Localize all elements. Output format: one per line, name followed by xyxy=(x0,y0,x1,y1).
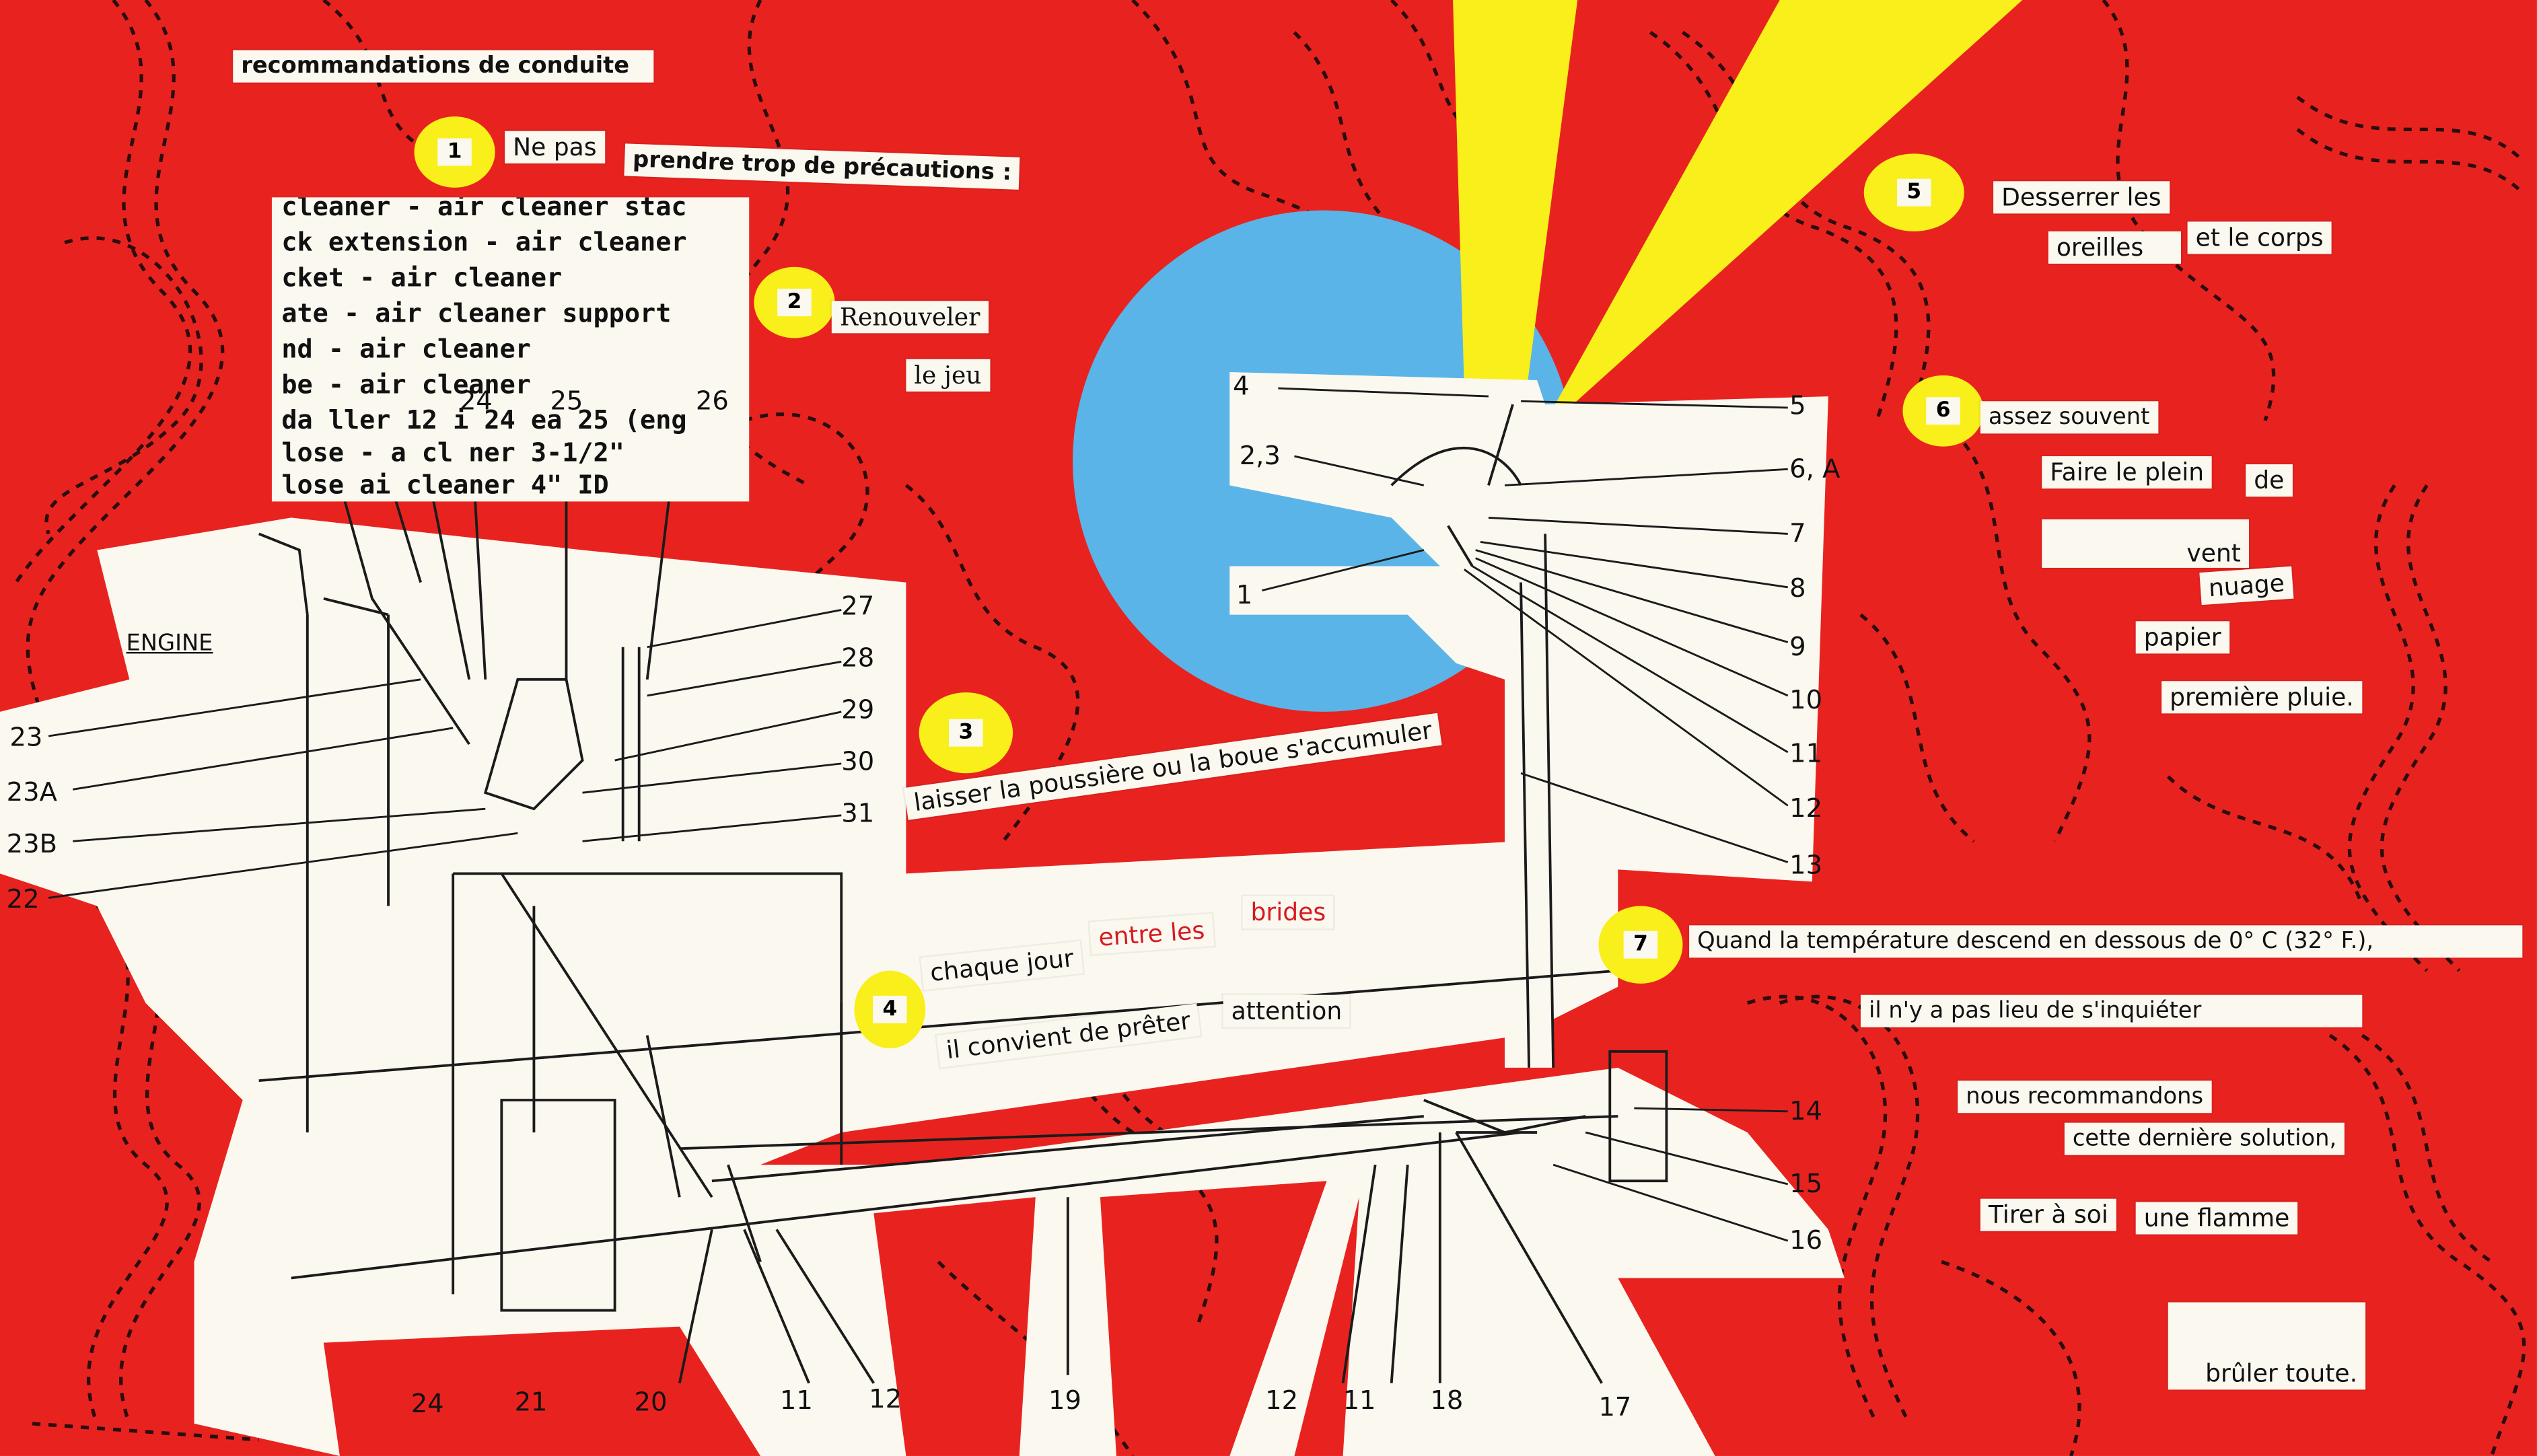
parts-list-cutout: cleaner - air cleaner stac ck extension … xyxy=(271,197,750,502)
callout-12-bottom-left: 12 xyxy=(869,1383,902,1414)
badge-1: 1 xyxy=(414,116,495,188)
callout-16: 16 xyxy=(1789,1225,1823,1255)
callout-4: 4 xyxy=(1233,370,1250,402)
parts-line: lose ai cleaner 4" ID xyxy=(281,469,609,500)
callout-10: 10 xyxy=(1789,684,1823,715)
callout-24-top: 24 xyxy=(459,385,493,416)
badge-7: 7 xyxy=(1598,906,1683,984)
badge-3: 3 xyxy=(919,692,1013,774)
phrase-le-jeu: le jeu xyxy=(906,359,990,392)
phrase-corps: et le corps xyxy=(2187,221,2332,254)
callout-14: 14 xyxy=(1789,1095,1823,1126)
phrase-nuage: nuage xyxy=(2199,566,2294,606)
engine-label: ENGINE xyxy=(126,630,213,657)
callout-27: 27 xyxy=(841,590,875,622)
callout-2-3: 2,3 xyxy=(1239,439,1281,471)
callout-17: 17 xyxy=(1598,1391,1632,1422)
parts-line: cket - air cleaner xyxy=(281,262,563,293)
phrase-attention: attention xyxy=(1223,994,1351,1027)
phrase-premiere-pluie: première pluie. xyxy=(2161,681,2362,714)
phrase-vent: vent xyxy=(2042,519,2249,568)
parts-line: be - air cleaner xyxy=(281,369,531,400)
parts-line: lose - a cl ner 3-1/2" xyxy=(281,437,624,468)
phrase-tirer: Tirer à soi xyxy=(1980,1198,2116,1231)
phrase-brides: brides xyxy=(1242,896,1334,929)
phrase-flamme: une flamme xyxy=(2135,1202,2298,1235)
callout-23a: 23A xyxy=(6,776,57,807)
callout-26: 26 xyxy=(695,385,729,416)
callout-5: 5 xyxy=(1789,390,1806,421)
phrase-recommandons: nous recommandons xyxy=(1958,1081,2212,1114)
callout-11-bottom-left: 11 xyxy=(779,1385,813,1416)
squiggle-patterns xyxy=(14,0,2526,1456)
callout-19: 19 xyxy=(1048,1385,1081,1416)
callout-12: 12 xyxy=(1789,793,1823,824)
callout-21: 21 xyxy=(514,1386,548,1418)
phrase-ne-pas: Ne pas xyxy=(505,131,605,163)
callout-23: 23 xyxy=(9,721,43,753)
callout-11-bottom-right: 11 xyxy=(1343,1385,1376,1416)
phrase-desserrer: Desserrer les xyxy=(1993,181,2170,214)
callout-28: 28 xyxy=(841,642,875,674)
callout-24-bottom: 24 xyxy=(410,1387,444,1419)
callout-20: 20 xyxy=(634,1386,668,1418)
parts-line: da ller 12 i 24 ea 25 (eng xyxy=(281,404,687,435)
callout-8: 8 xyxy=(1789,573,1806,604)
phrase-assez-souvent: assez souvent xyxy=(1980,401,2158,434)
phrase-de: de xyxy=(2246,464,2293,497)
callout-15: 15 xyxy=(1789,1167,1823,1199)
phrase-inquieter: il n'y a pas lieu de s'inquiéter xyxy=(1860,994,2363,1027)
callout-1: 1 xyxy=(1236,579,1253,610)
parts-line: ate - air cleaner support xyxy=(281,297,672,329)
callout-31: 31 xyxy=(841,797,875,829)
paper-cutouts xyxy=(0,372,1845,1456)
parts-line: nd - air cleaner xyxy=(281,333,531,364)
parts-line: ck extension - air cleaner xyxy=(281,226,687,258)
yellow-ray-1 xyxy=(1453,0,1578,434)
callout-12-bottom-right: 12 xyxy=(1265,1385,1299,1416)
phrase-oreilles: oreilles xyxy=(2048,231,2181,264)
callout-22: 22 xyxy=(6,883,40,914)
callout-25: 25 xyxy=(550,385,583,416)
phrase-bruler: brûler toute. xyxy=(2168,1302,2366,1390)
badge-6: 6 xyxy=(1902,375,1984,447)
callout-6a: 6, A xyxy=(1789,453,1841,484)
callout-23b: 23B xyxy=(6,828,57,859)
callout-29: 29 xyxy=(841,694,875,725)
phrase-papier: papier xyxy=(2135,621,2229,654)
phrase-temperature: Quand la température descend en dessous … xyxy=(1689,925,2523,958)
leader-lines xyxy=(48,387,1789,1242)
phrase-faire-plein: Faire le plein xyxy=(2042,456,2213,489)
badge-4: 4 xyxy=(854,970,926,1049)
callout-13: 13 xyxy=(1789,849,1823,880)
callout-11: 11 xyxy=(1789,737,1823,769)
badge-2: 2 xyxy=(754,266,835,338)
badge-5: 5 xyxy=(1863,153,1964,231)
callout-9: 9 xyxy=(1789,630,1806,662)
callout-7: 7 xyxy=(1789,517,1806,549)
callout-18: 18 xyxy=(1430,1385,1464,1416)
parts-line: cleaner - air cleaner stac xyxy=(281,197,687,222)
phrase-renouveler: Renouveler xyxy=(831,301,989,334)
collage-title: recommandations de conduite xyxy=(233,50,654,83)
phrase-derniere-solution: cette dernière solution, xyxy=(2064,1122,2345,1155)
callout-30: 30 xyxy=(841,745,875,777)
